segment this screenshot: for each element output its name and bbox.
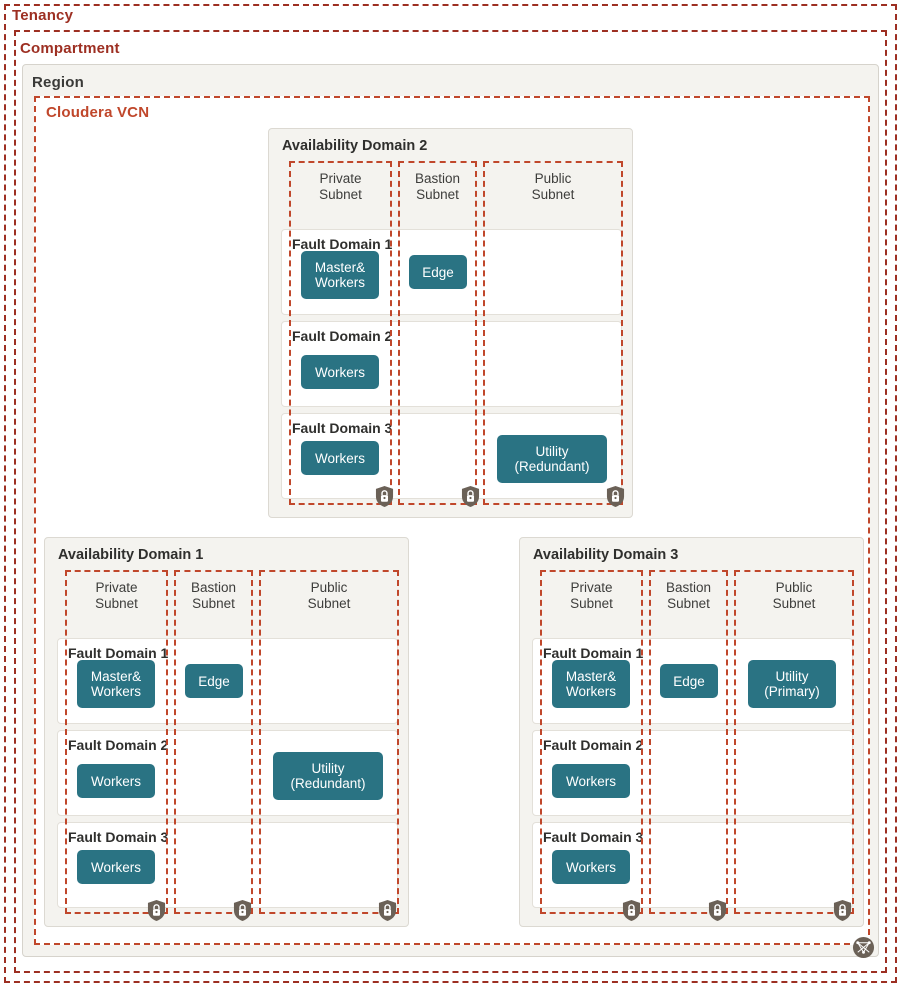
fd-title: Fault Domain 1 — [543, 645, 644, 661]
ad1-title: Availability Domain 1 — [58, 547, 204, 563]
fd-title: Fault Domain 1 — [292, 236, 393, 252]
ad1-fd1-bastion-node: Edge — [185, 664, 243, 698]
shield-lock-icon — [622, 899, 641, 922]
ad1-fd3-private-node: Workers — [77, 850, 155, 884]
availability-domain-1: Availability Domain 1 Fault Domain 1 Fau… — [44, 537, 409, 927]
subnet-label: Public Subnet — [531, 171, 575, 202]
subnet-label: Private Subnet — [570, 580, 613, 611]
shield-lock-icon — [606, 485, 625, 508]
ad2-fd2-private-node: Workers — [301, 355, 379, 389]
vcn-label: Cloudera VCN — [46, 104, 150, 121]
subnet-label: Public Subnet — [307, 580, 351, 611]
shield-lock-icon — [378, 899, 397, 922]
ad1-fd2-public-node: Utility (Redundant) — [273, 752, 383, 800]
subnet-label: Private Subnet — [95, 580, 138, 611]
ad2-fd3-public-node: Utility (Redundant) — [497, 435, 607, 483]
ad2-fd1-private-node: Master& Workers — [301, 251, 379, 299]
network-icon — [852, 936, 875, 959]
fd-title: Fault Domain 1 — [68, 645, 169, 661]
ad3-fd1-bastion-node: Edge — [660, 664, 718, 698]
shield-lock-icon — [833, 899, 852, 922]
fd-title: Fault Domain 3 — [292, 420, 393, 436]
availability-domain-3: Availability Domain 3 Fault Domain 1 Fau… — [519, 537, 864, 927]
fd-title: Fault Domain 3 — [543, 829, 644, 845]
availability-domain-2: Availability Domain 2 Fault Domain 1 Fau… — [268, 128, 633, 518]
subnet-label: Bastion Subnet — [414, 171, 461, 202]
ad2-fd1-bastion-node: Edge — [409, 255, 467, 289]
shield-lock-icon — [233, 899, 252, 922]
fd-title: Fault Domain 2 — [68, 737, 169, 753]
ad3-fd1-private-node: Master& Workers — [552, 660, 630, 708]
ad3-fault-domain-3: Fault Domain 3 — [532, 822, 853, 908]
fd-title: Fault Domain 2 — [292, 328, 393, 344]
tenancy-label: Tenancy — [12, 7, 74, 24]
shield-lock-icon — [461, 485, 480, 508]
shield-lock-icon — [147, 899, 166, 922]
region-label: Region — [32, 74, 85, 91]
subnet-label: Private Subnet — [319, 171, 362, 202]
ad2-fd3-private-node: Workers — [301, 441, 379, 475]
fd-title: Fault Domain 3 — [68, 829, 169, 845]
ad2-title: Availability Domain 2 — [282, 138, 428, 154]
ad3-fd2-private-node: Workers — [552, 764, 630, 798]
subnet-label: Bastion Subnet — [190, 580, 237, 611]
shield-lock-icon — [375, 485, 394, 508]
ad3-title: Availability Domain 3 — [533, 547, 679, 563]
ad1-fd1-private-node: Master& Workers — [77, 660, 155, 708]
subnet-label: Bastion Subnet — [665, 580, 712, 611]
ad1-fd2-private-node: Workers — [77, 764, 155, 798]
subnet-label: Public Subnet — [772, 580, 816, 611]
ad3-fault-domain-2: Fault Domain 2 — [532, 730, 853, 816]
fd-title: Fault Domain 2 — [543, 737, 644, 753]
shield-lock-icon — [708, 899, 727, 922]
ad3-fd3-private-node: Workers — [552, 850, 630, 884]
ad3-fd1-public-node: Utility (Primary) — [748, 660, 836, 708]
compartment-label: Compartment — [20, 40, 120, 57]
